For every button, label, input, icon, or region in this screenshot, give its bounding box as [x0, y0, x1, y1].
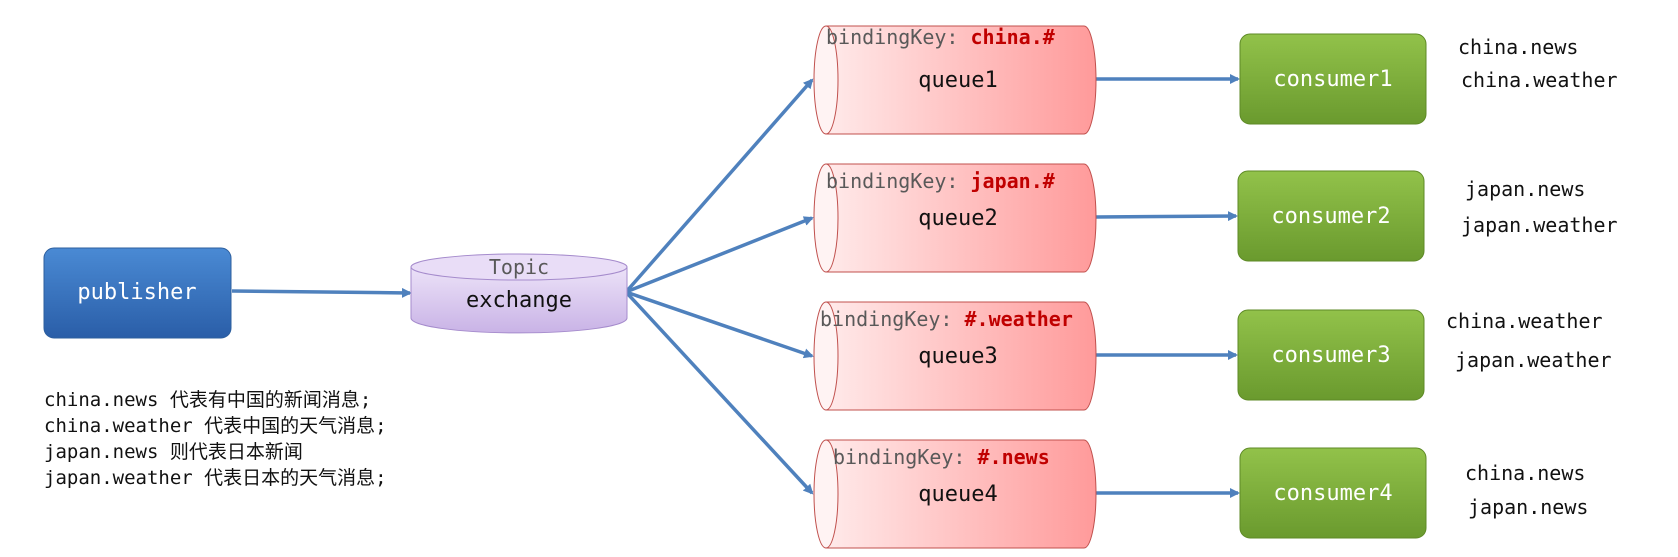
- consumer-keys-group: china.news china.weather japan.news japa…: [1446, 35, 1618, 519]
- arrow-exchange-to-queue1: [624, 78, 814, 294]
- queue1-cylinder-body: [825, 25, 1097, 135]
- arrow-publisher-to-exchange: [231, 287, 412, 298]
- arrow-exchange-to-queue3: [625, 290, 814, 359]
- queue1-label: queue1: [918, 68, 997, 93]
- exchange-type-label: Topic: [489, 255, 549, 279]
- queue2-node: bindingKey: japan.# queue2: [813, 163, 1097, 273]
- queue4-node: bindingKey: #.news queue4: [813, 439, 1097, 549]
- consumer3-box: [1237, 309, 1425, 401]
- consumer3-key-2: japan.weather: [1455, 348, 1612, 372]
- consumer4-key-2: japan.news: [1468, 495, 1588, 519]
- consumer1-label: consumer1: [1273, 67, 1392, 92]
- note-line-3: japan.news 则代表日本新闻: [44, 441, 303, 463]
- consumer3-key-1: china.weather: [1446, 309, 1603, 333]
- exchange-node: Topic exchange: [410, 253, 628, 334]
- consumer1-key-1: china.news: [1458, 35, 1578, 59]
- consumer4-key-1: china.news: [1465, 461, 1585, 485]
- consumer4-label: consumer4: [1273, 481, 1392, 506]
- consumer2-key-2: japan.weather: [1461, 213, 1618, 237]
- binding-prefix: bindingKey:: [826, 169, 971, 193]
- queue3-label: queue3: [918, 344, 997, 369]
- binding-prefix: bindingKey:: [826, 25, 971, 49]
- arrow-queue2-to-consumer2: [1095, 211, 1238, 222]
- arrow-exchange-to-queue2: [625, 216, 814, 294]
- note-line-2: china.weather 代表中国的天气消息;: [44, 415, 387, 437]
- queue2-cylinder-body: [825, 163, 1097, 273]
- arrows-group: [231, 74, 1240, 498]
- queue3-binding-key: #.weather: [965, 307, 1073, 331]
- consumer4-node: consumer4: [1239, 447, 1427, 539]
- binding-prefix: bindingKey:: [820, 307, 965, 331]
- arrow-exchange-to-queue4: [624, 290, 814, 495]
- exchange-cylinder-top: [410, 253, 628, 281]
- queue2-label: queue2: [918, 206, 997, 231]
- queue1-binding-text: bindingKey: china.#: [826, 25, 1055, 49]
- queue1-binding-key: china.#: [971, 25, 1055, 49]
- queue2-binding-text: bindingKey: japan.#: [826, 169, 1055, 193]
- consumer1-key-2: china.weather: [1461, 68, 1618, 92]
- consumer2-key-1: japan.news: [1465, 177, 1585, 201]
- consumer3-label: consumer3: [1271, 343, 1390, 368]
- consumer2-node: consumer2: [1237, 170, 1425, 262]
- consumer3-node: consumer3: [1237, 309, 1425, 401]
- consumer2-label: consumer2: [1271, 204, 1390, 229]
- consumer4-box: [1239, 447, 1427, 539]
- queue4-cylinder-end: [813, 439, 839, 549]
- queue3-node: bindingKey: #.weather queue3: [813, 301, 1097, 411]
- queue1-node: bindingKey: china.# queue1: [813, 25, 1097, 135]
- queue2-cylinder-end: [813, 163, 839, 273]
- note-line-1: china.news 代表有中国的新闻消息;: [44, 389, 371, 411]
- publisher-box: [43, 247, 232, 339]
- queue1-cylinder-end: [813, 25, 839, 135]
- publisher-node: publisher: [43, 247, 232, 339]
- queue4-binding-key: #.news: [978, 445, 1050, 469]
- consumer1-box: [1239, 33, 1427, 125]
- exchange-label: exchange: [466, 288, 572, 313]
- routing-key-notes: china.news 代表有中国的新闻消息; china.weather 代表中…: [44, 389, 387, 489]
- exchange-cylinder-body: [410, 266, 628, 334]
- queue3-cylinder-body: [825, 301, 1097, 411]
- note-line-4: japan.weather 代表日本的天气消息;: [44, 467, 387, 489]
- queue4-cylinder-body: [825, 439, 1097, 549]
- publisher-label: publisher: [77, 280, 196, 305]
- consumer1-node: consumer1: [1239, 33, 1427, 125]
- queue4-label: queue4: [918, 482, 997, 507]
- queue4-binding-text: bindingKey: #.news: [833, 445, 1050, 469]
- queue2-binding-key: japan.#: [971, 169, 1055, 193]
- binding-prefix: bindingKey:: [833, 445, 978, 469]
- queue3-binding-text: bindingKey: #.weather: [820, 307, 1073, 331]
- consumer2-box: [1237, 170, 1425, 262]
- queue3-cylinder-end: [813, 301, 839, 411]
